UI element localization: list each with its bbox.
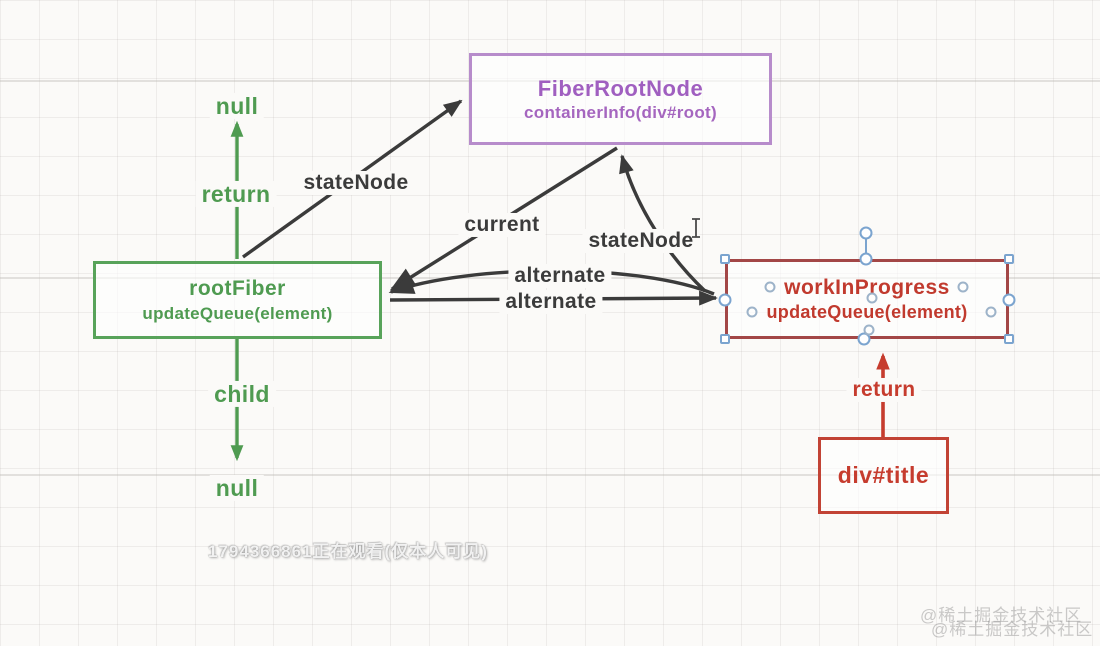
root-fiber-subtitle[interactable]: updateQueue(element) [142,303,333,323]
resize-handle-bottom-left[interactable] [720,334,730,344]
node-fiber-root-node[interactable]: FiberRootNode containerInfo(div#root) [469,53,772,145]
text-handle-title-right[interactable] [957,281,969,293]
node-div-title[interactable]: div#title [818,437,949,514]
label-return-left[interactable]: return [195,180,277,208]
resize-handle-mid-left[interactable] [718,293,732,307]
work-in-progress-title[interactable]: workInProgress [784,275,950,299]
label-statenode-right[interactable]: stateNode [582,228,700,254]
label-alternate-bottom[interactable]: alternate [499,289,603,315]
rotation-handle[interactable] [859,226,873,240]
label-null-bottom[interactable]: null [209,474,265,502]
label-alternate-top[interactable]: alternate [508,263,612,289]
div-title-label[interactable]: div#title [837,462,930,489]
resize-handle-mid-right[interactable] [1002,293,1016,307]
text-handle-subtitle-right[interactable] [985,306,997,318]
label-statenode-left[interactable]: stateNode [297,170,415,196]
fiber-root-node-subtitle[interactable]: containerInfo(div#root) [524,103,717,123]
resize-handle-top-center[interactable] [859,252,873,266]
resize-handle-bottom-right[interactable] [1004,334,1014,344]
brand-watermark-1: @稀土掘金技术社区 [920,606,1083,625]
work-in-progress-subtitle[interactable]: updateQueue(element) [766,301,968,322]
label-child[interactable]: child [208,380,276,408]
text-handle-subtitle-left[interactable] [746,306,758,318]
text-handle-subtitle-bottom[interactable] [863,324,875,336]
text-handle-title-left[interactable] [764,281,776,293]
label-return-right[interactable]: return [846,377,922,403]
root-fiber-title[interactable]: rootFiber [189,277,286,301]
text-handle-subtitle-top[interactable] [866,292,878,304]
viewer-watermark: 1794366861正在观看(仅本人可见) [208,542,488,561]
brand-watermark-2: @稀土掘金技术社区 [931,620,1094,639]
label-null-top[interactable]: null [209,92,265,120]
ibeam-cursor-icon [692,218,700,238]
resize-handle-top-left[interactable] [720,254,730,264]
rotation-handle-line [865,237,867,259]
resize-handle-top-right[interactable] [1004,254,1014,264]
fiber-root-node-title[interactable]: FiberRootNode [537,75,704,101]
label-current[interactable]: current [458,212,546,238]
node-root-fiber[interactable]: rootFiber updateQueue(element) [93,261,382,339]
